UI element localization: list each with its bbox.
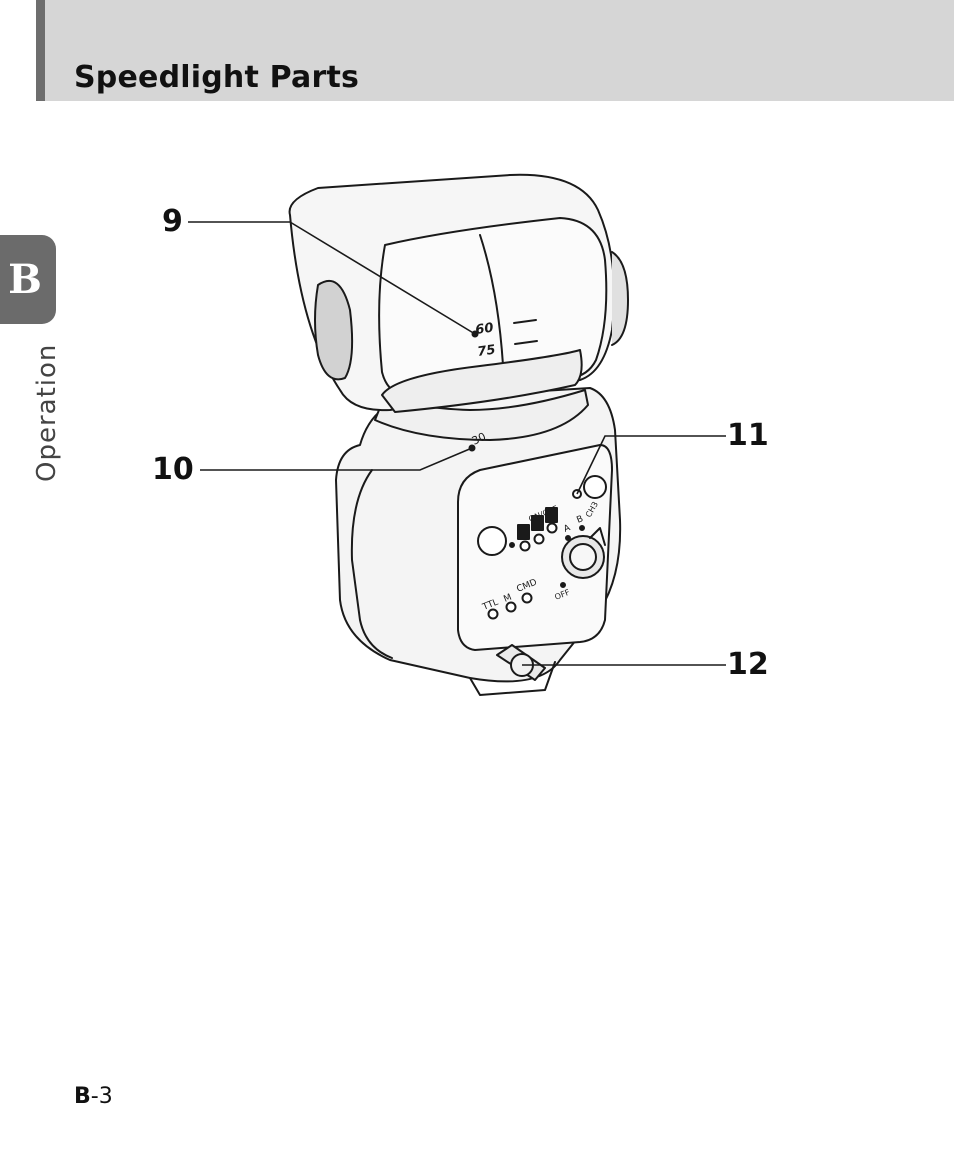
group-label-b: B: [575, 514, 584, 526]
panel-led-1: [519, 540, 531, 552]
leader-line-9: [188, 221, 476, 335]
callout-12: 12: [727, 647, 769, 682]
speedlight-illustration: 60 75 30 ON/OFF TTL M CMD A B CH3 OFF: [188, 173, 726, 696]
header-band: [36, 0, 954, 101]
mode-led-m: [505, 601, 517, 613]
mode-led-cmd: [521, 592, 533, 604]
page-title: Speedlight Parts: [74, 60, 360, 95]
group-label-a: A: [562, 523, 572, 535]
header-accent-bar: [36, 0, 45, 101]
head-base-value: 30: [470, 430, 488, 448]
test-button: [477, 526, 507, 556]
callout-10: 10: [152, 452, 194, 487]
page-number-suffix: -3: [90, 1084, 113, 1109]
head-lip: [381, 349, 583, 413]
page-number: B-3: [74, 1084, 113, 1109]
panel-led-3: [546, 522, 558, 534]
chapter-letter: B: [8, 256, 42, 303]
mode-label-m: M: [502, 593, 513, 605]
head-front-face: [378, 217, 608, 397]
mounting-foot: [469, 661, 556, 696]
ready-light-button: [583, 475, 607, 499]
scale-label-bottom: 75: [476, 343, 496, 360]
leader-line-11: [576, 435, 726, 495]
chapter-tab: B: [0, 235, 56, 324]
scale-label-top: 60: [474, 321, 494, 338]
page-number-prefix: B: [74, 1084, 91, 1109]
head-groove: [479, 234, 504, 366]
head-right-knob: [611, 251, 629, 346]
head-side-lens: [314, 279, 354, 381]
callout-9: 9: [162, 204, 183, 239]
callout-11: 11: [727, 418, 769, 453]
panel-led-2: [533, 533, 545, 545]
mode-led-ttl: [487, 608, 499, 620]
body-side-edge: [350, 469, 393, 659]
leader-line-10: [200, 447, 473, 471]
